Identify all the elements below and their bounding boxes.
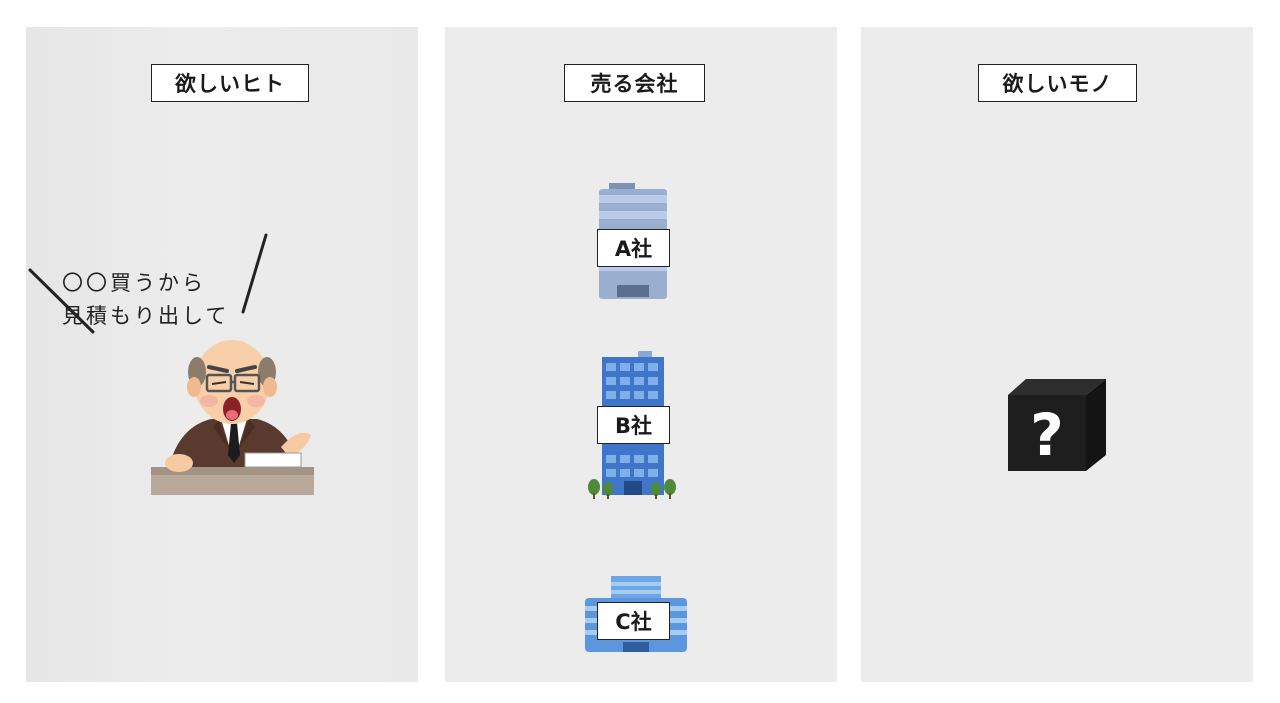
buyer-panel: 欲しいヒト 〇〇買うから 見積もり出して [26,27,418,682]
item-header: 欲しいモノ [978,64,1137,102]
item-panel: 欲しいモノ ? [861,27,1253,682]
seller-header: 売る会社 [564,64,705,102]
company-b-label: B社 [597,406,670,444]
seller-panel: 売る会社 A社 [445,27,837,682]
company-a-label: A社 [597,229,670,267]
svg-text:?: ? [1030,401,1064,469]
company-c-label: C社 [597,602,670,640]
mystery-box-icon: ? [1006,377,1108,473]
businessman-illustration [149,327,319,502]
